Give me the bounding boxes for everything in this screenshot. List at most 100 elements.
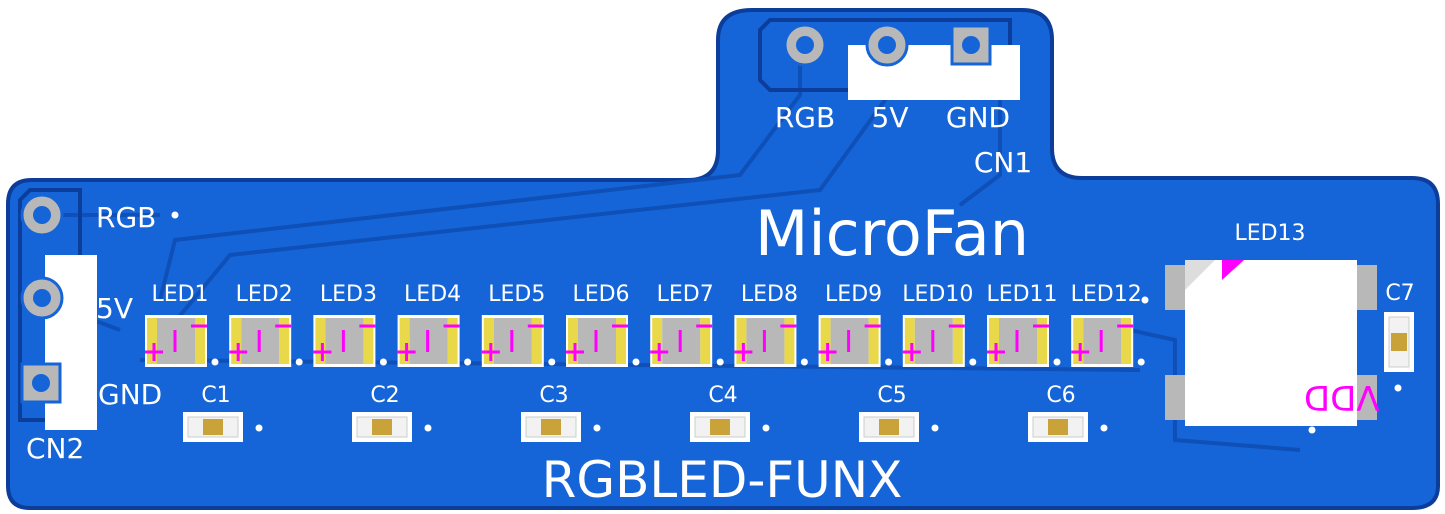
led-9: LED9 [818, 282, 893, 367]
led-ref: LED1 [151, 282, 208, 307]
via [1141, 296, 1149, 304]
cn2-pin-label-rgb: RGB [96, 201, 156, 234]
capacitor-6: C6 [1028, 383, 1108, 442]
led-pad-right [363, 318, 374, 364]
led-via [548, 358, 556, 366]
led-pad-right [784, 318, 795, 364]
led-6: LED6 [566, 282, 640, 367]
led13-ref: LED13 [1234, 221, 1305, 246]
led-pad-right [700, 318, 711, 364]
led-ref: LED3 [320, 282, 377, 307]
capacitor-ref: C2 [370, 383, 399, 408]
led-pad-left [652, 318, 663, 364]
led-4: LED4 [397, 282, 472, 367]
capacitor-ref: C1 [201, 383, 230, 408]
led-pad-right [195, 318, 205, 364]
cn1-ref: CN1 [974, 146, 1032, 179]
capacitor-ref: C5 [877, 383, 906, 408]
led-ref: LED10 [902, 282, 973, 307]
led-3: LED3 [313, 282, 387, 367]
capacitor-ref: C4 [708, 383, 737, 408]
capacitor-via [931, 424, 939, 432]
capacitor-1: C1 [183, 383, 263, 442]
led-pad-left [147, 318, 157, 364]
cn1-pin-gnd[interactable] [950, 24, 992, 66]
led-10: LED10 [902, 282, 977, 367]
led-7: LED7 [650, 282, 724, 367]
led-5: LED5 [481, 282, 556, 367]
cn2-pin-gnd[interactable] [20, 362, 62, 404]
led-pad-left [231, 318, 242, 364]
led-ref: LED6 [572, 282, 629, 307]
led-ref: LED11 [986, 282, 1057, 307]
led13-pin1-marker [1222, 260, 1244, 280]
cn2-pin-label-gnd: GND [98, 378, 162, 411]
led-via [969, 358, 977, 366]
led-ref: LED5 [488, 282, 545, 307]
led-ref: LED7 [657, 282, 714, 307]
led-pad-left [736, 318, 747, 364]
capacitor-2: C2 [352, 383, 432, 442]
led-pad-right [1121, 318, 1132, 364]
led-via [464, 358, 472, 366]
cn1-pin-label-5v: 5V [872, 101, 909, 134]
led-ref: LED12 [1071, 282, 1142, 307]
via [1394, 384, 1402, 392]
led-pad-left [568, 318, 578, 364]
led-via [885, 358, 893, 366]
led-pad-left [989, 318, 999, 364]
led-pad-right [531, 318, 542, 364]
capacitor-5: C5 [859, 383, 939, 442]
led-via [1137, 358, 1145, 366]
capacitor-ref: C6 [1046, 383, 1075, 408]
led13-vdd-label: VDD [1304, 377, 1380, 417]
led-pad-left [904, 318, 915, 364]
led-pad-right [616, 318, 626, 364]
board-subtitle: RGBLED-FUNX [542, 451, 903, 509]
capacitor-via [424, 424, 432, 432]
led13-body [1185, 260, 1357, 426]
c7-capacitor: C7 [1384, 281, 1415, 372]
led-ref: LED2 [236, 282, 293, 307]
cn2-pin-label-5v: 5V [96, 292, 133, 325]
c7-ref: C7 [1385, 281, 1414, 306]
capacitor-body [710, 419, 730, 435]
cn2-connector: RGB 5V GND CN2 [18, 188, 162, 465]
led13-pad-bl [1165, 375, 1187, 420]
capacitor-body [1048, 419, 1068, 435]
led-pad-right [1037, 318, 1047, 364]
via [1308, 426, 1316, 434]
capacitor-body [541, 419, 561, 435]
led-row: LED1 LED2 LED3 LED4 LED5 LED6 LED7 LED8 LED9 LED1… [145, 282, 1145, 367]
cn1-connector: RGB 5V GND CN1 [758, 18, 1032, 179]
capacitor-body [372, 419, 392, 435]
capacitor-via [1100, 424, 1108, 432]
led-via [295, 358, 303, 366]
capacitor-body [879, 419, 899, 435]
led-8: LED8 [734, 282, 808, 367]
capacitor-4: C4 [690, 383, 770, 442]
led-ref: LED8 [741, 282, 798, 307]
capacitor-via [255, 424, 263, 432]
led-ref: LED9 [825, 282, 882, 307]
capacitor-3: C3 [521, 383, 601, 442]
led-ref: LED4 [404, 282, 461, 307]
led-via [632, 358, 640, 366]
led-pad-left [483, 318, 494, 364]
led-11: LED11 [986, 282, 1061, 367]
cn1-pin-label-rgb: RGB [775, 101, 835, 134]
led-2: LED2 [229, 282, 303, 367]
led-pad-left [399, 318, 410, 364]
board-title: MicroFan [755, 197, 1029, 270]
led-via [800, 358, 808, 366]
led13: LED13 VDD [1165, 221, 1380, 426]
led13-pad-tl [1165, 265, 1187, 310]
board-outline [6, 8, 1440, 510]
led-pad-left [820, 318, 831, 364]
led13-pad-tr [1355, 265, 1377, 310]
led-via [211, 358, 219, 366]
led-pad-right [447, 318, 458, 364]
led-12: LED12 [1071, 282, 1145, 367]
cn2-ref: CN2 [26, 432, 84, 465]
led-1: LED1 [145, 282, 219, 367]
